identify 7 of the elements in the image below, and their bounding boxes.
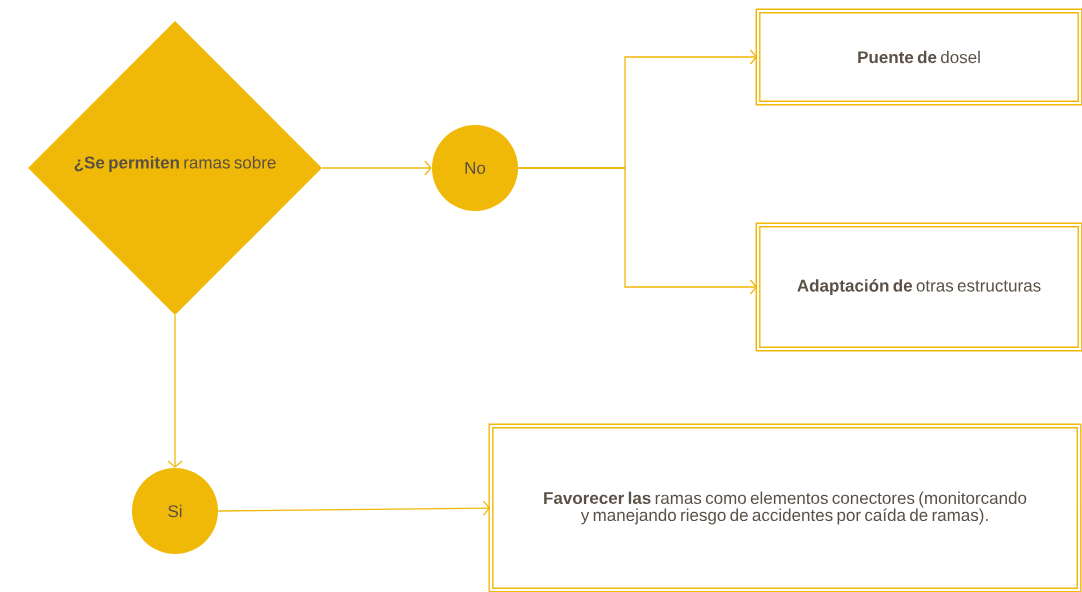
arrow bbox=[517, 167, 758, 295]
arrow bbox=[167, 314, 183, 468]
outcome-box: Adaptación de otras estructuras bbox=[755, 222, 1082, 352]
arrow bbox=[217, 500, 491, 516]
arrow bbox=[321, 160, 432, 176]
outcome-box: Favorecer las ramas como elementos conectores (monitorcando y manejando riesgo de accidentes por caída de ramas). bbox=[488, 423, 1082, 592]
outcome-box: Puente de dosel bbox=[755, 8, 1082, 106]
